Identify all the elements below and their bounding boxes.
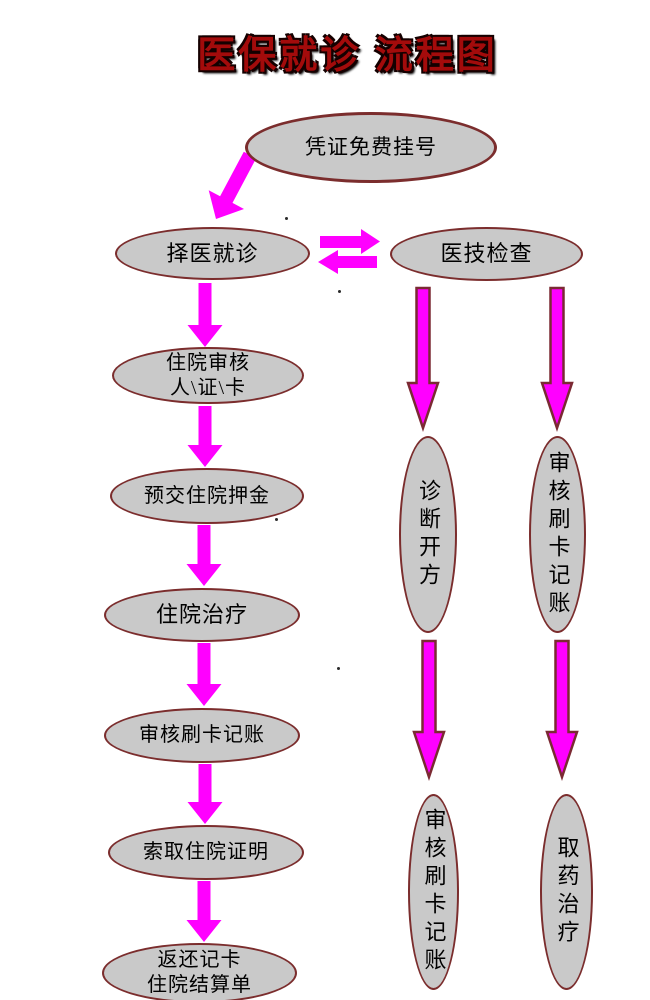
node-inpatient-treatment-label: 住院治疗: [155, 602, 248, 628]
node-choose-doctor: 择医就诊: [115, 227, 310, 280]
stray-dot: [338, 290, 341, 293]
node-register: 凭证免费挂号: [245, 112, 497, 183]
arrow-register-to-choose: [208, 151, 257, 219]
stray-dot: [337, 667, 340, 670]
stray-dot: [275, 518, 278, 521]
arrow-choose-to-admission-review: [187, 283, 223, 347]
node-review-billing-right: 审核刷卡记账: [529, 436, 586, 633]
node-admission-review: 住院审核 人\证\卡: [112, 347, 304, 404]
arrow-discharge-proof-to-return-card: [186, 881, 222, 942]
node-discharge-proof-label: 索取住院证明: [143, 841, 269, 863]
node-review-billing-lower-label: 审核刷卡记账: [421, 808, 447, 976]
node-take-medicine-label: 取药治疗: [554, 836, 580, 948]
arrow-medtech-to-diagnose: [406, 286, 440, 432]
arrow-deposit-to-treatment: [186, 525, 222, 586]
node-diagnose-prescribe: 诊断开方: [399, 436, 457, 633]
node-discharge-proof: 索取住院证明: [108, 825, 304, 880]
arrow-card-billing-to-discharge-proof: [187, 764, 223, 824]
node-return-card-label: 返还记卡 住院结算单: [147, 949, 252, 996]
arrow-medtech-to-review-billing: [540, 286, 574, 432]
node-inpatient-treatment: 住院治疗: [104, 588, 300, 642]
arrow-treatment-to-card-billing: [186, 643, 222, 706]
node-medtech-exam-label: 医技检查: [440, 241, 533, 267]
node-choose-doctor-label: 择医就诊: [166, 240, 259, 266]
node-card-billing-label: 审核刷卡记账: [139, 724, 265, 746]
node-admission-review-label: 住院审核 人\证\卡: [166, 351, 250, 399]
arrow-medtech-to-choose: [318, 250, 377, 274]
arrow-review-billing-to-take-medicine: [545, 639, 579, 781]
node-review-billing-right-label: 审核刷卡记账: [545, 450, 571, 619]
arrow-choose-to-medtech: [320, 229, 380, 254]
arrow-diagnose-to-review-billing-lower: [412, 639, 446, 781]
node-card-billing: 审核刷卡记账: [104, 708, 300, 763]
node-deposit: 预交住院押金: [110, 468, 304, 524]
node-register-label: 凭证免费挂号: [305, 135, 437, 160]
node-return-card: 返还记卡 住院结算单: [102, 943, 297, 1000]
stray-dot: [285, 217, 288, 220]
page-title: 医保就诊 流程图: [197, 35, 498, 77]
node-take-medicine: 取药治疗: [540, 794, 593, 990]
arrow-admission-review-to-deposit: [187, 406, 223, 467]
node-review-billing-lower: 审核刷卡记账: [408, 794, 459, 990]
node-diagnose-prescribe-label: 诊断开方: [416, 478, 441, 591]
node-medtech-exam: 医技检查: [390, 227, 583, 281]
node-deposit-label: 预交住院押金: [144, 484, 270, 507]
